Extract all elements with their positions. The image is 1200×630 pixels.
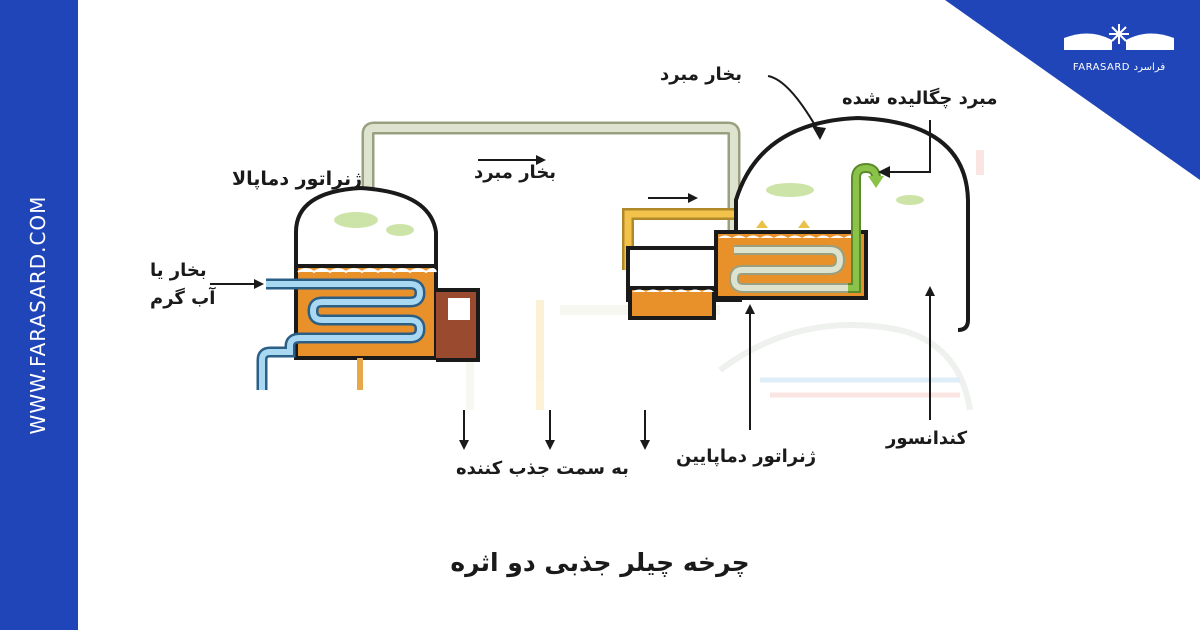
brand-name-en: FARASARD — [1072, 62, 1130, 73]
label-to-absorber: به سمت جذب کننده — [456, 458, 629, 479]
left-sidebar: WWW.FARASARD.COM — [0, 0, 78, 630]
arrow-heads — [254, 126, 935, 450]
annotation-arrows — [210, 75, 931, 444]
label-low-temp-generator: ژنراتور دماپایین — [676, 446, 817, 467]
label-refrigerant-vapor-pipe: بخار مبرد — [474, 162, 557, 183]
logo-icon — [1064, 24, 1174, 50]
brand-name: FARASARD فراسرد — [1060, 62, 1178, 73]
label-steam-line2: آب گرم — [150, 288, 216, 309]
label-high-temp-generator: ژنراتور دماپالا — [232, 168, 363, 190]
label-refrigerant-vapor-top: بخار مبرد — [660, 64, 743, 85]
diagram-caption: چرخه چیلر جذبی دو اثره — [450, 548, 750, 577]
brand-corner: FARASARD فراسرد — [945, 0, 1200, 180]
label-condenser: کندانسور — [886, 428, 968, 449]
label-condensed-refrigerant: مبرد چگالیده شده — [842, 88, 998, 109]
high-temp-generator — [256, 185, 480, 390]
label-steam-line1: بخار یا — [150, 260, 207, 281]
brand-logo: FARASARD فراسرد — [1060, 20, 1178, 73]
low-temp-generator — [626, 162, 884, 320]
brand-name-fa: فراسرد — [1133, 62, 1166, 73]
